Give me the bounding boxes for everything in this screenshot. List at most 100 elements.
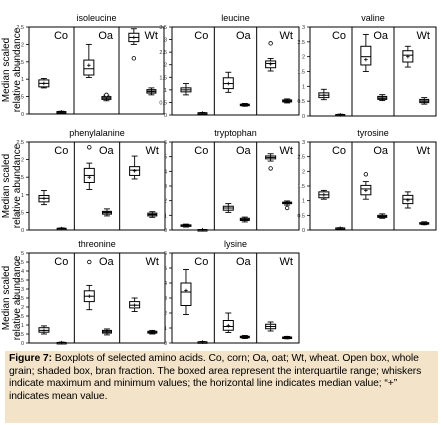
group-label: Co xyxy=(54,145,68,157)
y-tick-label: 1.5 xyxy=(16,314,24,320)
group-label: Co xyxy=(332,30,346,42)
y-tick-label: 6 xyxy=(164,251,167,257)
group-label: Co xyxy=(332,145,346,157)
y-tick-label: 2 xyxy=(21,305,24,311)
y-tick-label: 0.5 xyxy=(159,100,167,106)
y-tick-label: 2 xyxy=(302,169,305,175)
y-axis-label-line-1: Median scaled xyxy=(1,38,12,102)
y-tick-label: 1.5 xyxy=(159,75,167,81)
y-tick-label: 2.5 xyxy=(297,155,305,161)
box-Oa-bran xyxy=(101,328,112,336)
y-tick-label: 4 xyxy=(164,281,167,287)
outlier-point xyxy=(284,205,290,211)
box-Co-bran xyxy=(56,110,67,114)
y-tick-label: 2 xyxy=(164,199,167,205)
group-label: Co xyxy=(194,256,208,268)
y-tick-label: 0.5 xyxy=(16,210,24,216)
y-tick-label: 0.5 xyxy=(297,213,305,219)
y-tick-label: 1 xyxy=(302,84,305,90)
box-Co-bran xyxy=(335,113,346,117)
panel-title: isoleucine xyxy=(76,13,116,23)
y-tick-label: 3 xyxy=(164,38,167,44)
y-tick-label: 2 xyxy=(302,55,305,61)
group-label: Wt xyxy=(146,145,159,157)
y-tick-label: 0 xyxy=(302,114,305,120)
group-label: Wt xyxy=(145,30,158,42)
group-label: Wt xyxy=(146,256,159,268)
box-Co-bran xyxy=(56,340,67,345)
y-tick-label: 1 xyxy=(21,323,24,329)
box-Oa-bran xyxy=(239,102,250,107)
group-label: Oa xyxy=(236,256,252,268)
box-Wt-whole xyxy=(402,45,414,68)
y-tick-label: 2 xyxy=(164,311,167,317)
y-axis-label-line-1: Median scaled xyxy=(1,266,12,330)
box-Co-whole xyxy=(38,325,50,335)
group-label: Oa xyxy=(99,145,115,157)
y-tick-label: 0 xyxy=(164,341,167,347)
group-label: Co xyxy=(54,30,68,42)
panel-title: phenylalanine xyxy=(69,128,125,138)
box-Wt-bran xyxy=(419,221,430,226)
panel-title: threonine xyxy=(78,239,116,249)
box-Wt-whole xyxy=(265,41,277,72)
plot-frame xyxy=(28,26,165,115)
y-tick-label: 1.5 xyxy=(16,175,24,181)
y-tick-label: 5 xyxy=(164,266,167,272)
box-Oa-bran xyxy=(377,213,388,219)
outlier-point xyxy=(131,56,137,61)
plot-frame xyxy=(171,26,300,116)
box-Wt-bran xyxy=(282,335,293,340)
y-tick-label: 3 xyxy=(302,25,305,31)
y-tick-label: 3 xyxy=(302,140,305,146)
outlier-point xyxy=(268,166,273,171)
box-Co-whole xyxy=(38,190,50,206)
y-tick-label: 1 xyxy=(302,199,305,205)
box-Oa-whole xyxy=(222,312,234,333)
y-tick-label: 2.5 xyxy=(159,50,167,56)
box-Co-whole xyxy=(180,269,192,315)
group-label: Oa xyxy=(236,145,252,157)
box-Wt-whole xyxy=(402,191,414,209)
y-tick-label: 1 xyxy=(164,88,167,94)
y-tick-label: 1 xyxy=(21,193,24,199)
group-label: Oa xyxy=(98,30,114,42)
box-Oa-bran xyxy=(101,92,112,102)
y-tick-label: 2.5 xyxy=(16,140,24,146)
y-tick-label: 0 xyxy=(164,228,167,234)
box-Oa-whole xyxy=(83,43,95,78)
panel-title: leucine xyxy=(221,13,250,23)
box-Wt-bran xyxy=(282,200,293,211)
group-label: Wt xyxy=(280,256,293,268)
y-tick-label: 1 xyxy=(164,326,167,332)
outlier-point xyxy=(104,92,109,98)
group-label: Co xyxy=(194,30,208,42)
box-Co-whole xyxy=(318,88,330,101)
panel-title: lysine xyxy=(224,239,247,249)
outlier-point xyxy=(363,172,369,177)
y-tick-label: 6 xyxy=(164,140,167,146)
box-Co-whole xyxy=(38,78,50,89)
box-Co-bran xyxy=(197,340,208,344)
box-Oa-whole xyxy=(360,33,372,72)
y-axis-label-line-1: Median scaled xyxy=(1,154,12,218)
box-Oa-whole xyxy=(83,259,95,311)
y-tick-label: 5 xyxy=(21,251,24,257)
y-tick-label: 4 xyxy=(164,169,167,175)
y-tick-label: 2.5 xyxy=(16,25,24,31)
box-Oa-bran xyxy=(101,208,112,217)
group-label: Wt xyxy=(417,145,430,157)
box-Co-bran xyxy=(335,226,346,231)
box-Co-whole xyxy=(318,189,330,200)
y-tick-label: 1.5 xyxy=(297,70,305,76)
y-tick-label: 0 xyxy=(21,341,24,347)
y-tick-label: 1.5 xyxy=(297,184,305,190)
panel-title: tryptophan xyxy=(214,128,257,138)
box-Wt-bran xyxy=(146,87,157,96)
box-Wt-whole xyxy=(128,28,140,61)
